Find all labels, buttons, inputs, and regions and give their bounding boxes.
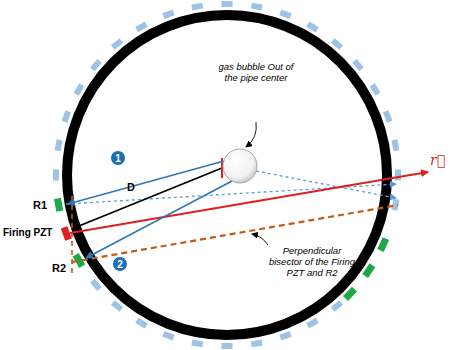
- pzt-sensor: [191, 339, 203, 347]
- pzt-sensor: [53, 170, 59, 181]
- bisector-line: [72, 205, 398, 262]
- leader-line: [246, 122, 256, 147]
- pzt-sensor: [279, 331, 291, 340]
- pzt-sensor: [111, 300, 123, 312]
- pzt-sensors: [53, 1, 401, 349]
- path-arrow: [86, 181, 232, 258]
- dotted-path: [256, 171, 396, 198]
- leader-line: [252, 234, 268, 245]
- pzt-sensor: [90, 279, 102, 291]
- pzt-sensor: [331, 300, 343, 312]
- annotation: Perpendicular bisector of the Firing PZT…: [268, 246, 356, 279]
- pzt-sensor: [111, 38, 123, 50]
- pzt-sensor: [395, 170, 401, 181]
- vector-label: r⃗: [430, 152, 445, 168]
- r-vector: [70, 172, 428, 233]
- pzt-sensor: [55, 139, 63, 151]
- pzt-sensor: [191, 3, 203, 11]
- pzt-sensor: [135, 318, 148, 329]
- callout-circle: 1: [110, 150, 126, 166]
- pzt-sensor: [74, 83, 85, 96]
- pzt-sensor: [162, 331, 174, 340]
- pzt-sensor: [383, 110, 392, 122]
- pzt-sensor: [251, 339, 263, 347]
- callout-number: 2: [117, 259, 123, 270]
- pzt-sensor: [391, 139, 399, 151]
- pzt-sensor: [377, 237, 389, 252]
- pipe-wall: [67, 15, 387, 335]
- pzt-sensor: [306, 318, 319, 329]
- pzt-sensor: [222, 1, 233, 7]
- distance-label: D: [127, 181, 135, 194]
- sensor-label: R2: [52, 262, 66, 275]
- pzt-sensor: [352, 59, 364, 71]
- pzt-sensor: [135, 22, 148, 33]
- pzt-sensor: [222, 343, 233, 349]
- callout-circle: 2: [112, 256, 128, 272]
- sensor-label: R1: [33, 199, 47, 212]
- pzt-sensor: [54, 198, 63, 212]
- pzt-sensor: [331, 38, 343, 50]
- sensor-label: Firing PZT: [3, 227, 52, 239]
- callout-number: 1: [115, 153, 121, 164]
- pzt-sensor: [251, 3, 263, 11]
- pzt-sensor: [391, 199, 399, 211]
- dotted-path: [66, 184, 396, 204]
- annotation: gas bubble Out of the pipe center: [218, 62, 294, 84]
- pzt-sensor: [306, 22, 319, 33]
- pzt-sensor: [370, 83, 381, 96]
- pzt-sensor: [279, 10, 291, 19]
- pzt-sensor: [62, 110, 71, 122]
- bisector-guide: [71, 196, 73, 276]
- pzt-sensor: [90, 59, 102, 71]
- pzt-sensor: [162, 10, 174, 19]
- gas-bubble: [223, 149, 257, 183]
